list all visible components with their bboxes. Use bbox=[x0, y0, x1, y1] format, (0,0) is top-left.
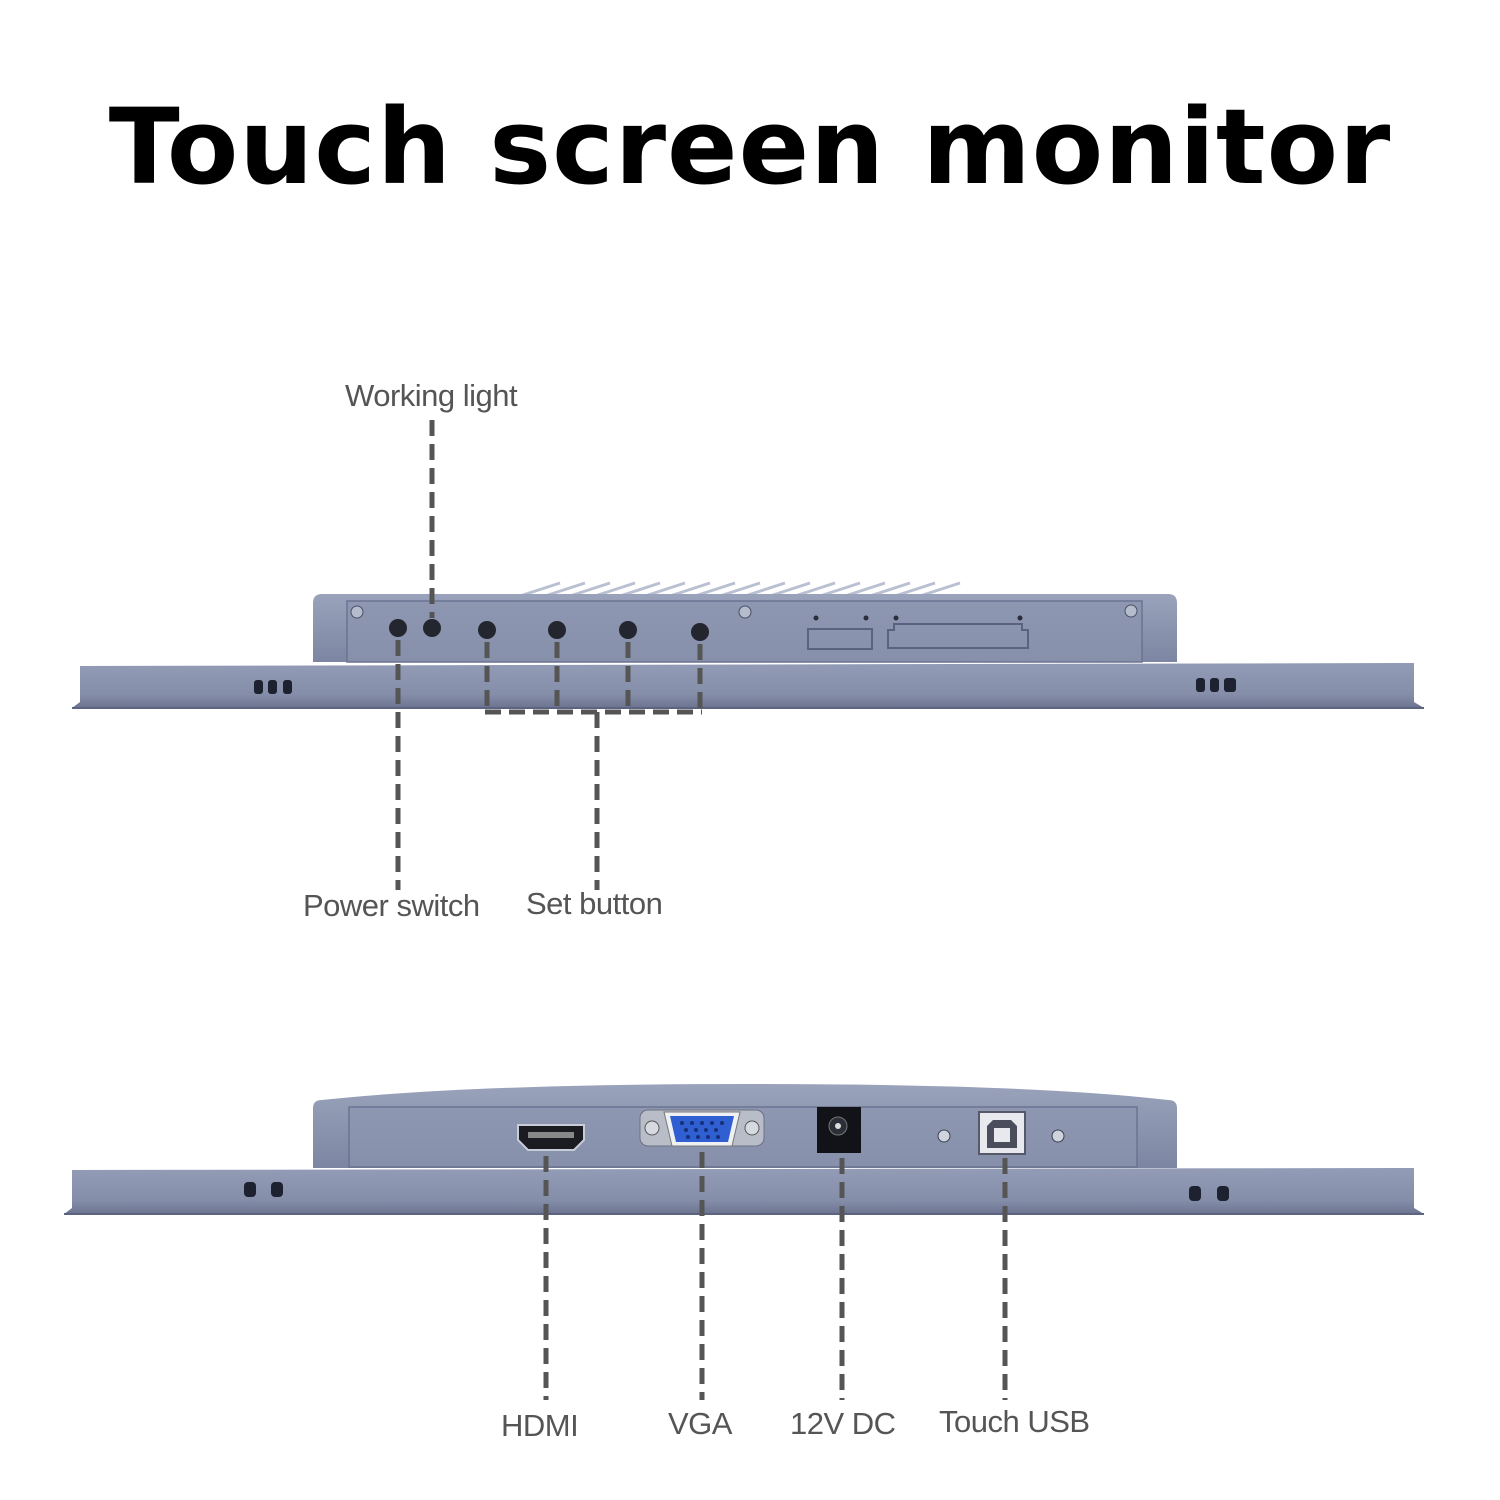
dc-jack-icon bbox=[817, 1107, 861, 1153]
working-light-label: Working light bbox=[345, 378, 518, 413]
bottom-mounting-slots-left bbox=[244, 1182, 283, 1197]
power-switch-icon bbox=[389, 619, 407, 637]
set-buttons-icon bbox=[478, 621, 709, 641]
hdmi-port-icon bbox=[517, 1124, 585, 1151]
top-monitor-view bbox=[72, 581, 1424, 709]
top-leader-lines bbox=[395, 420, 703, 890]
power-switch-label: Power switch bbox=[303, 888, 480, 923]
dc-label: 12V DC bbox=[790, 1406, 896, 1441]
card-slot-icon bbox=[807, 623, 1029, 650]
mounting-slots-left bbox=[254, 680, 292, 694]
vga-port-icon bbox=[639, 1109, 765, 1147]
mounting-slots-right bbox=[1196, 678, 1236, 692]
touch-usb-label: Touch USB bbox=[939, 1404, 1090, 1439]
usb-port-icon bbox=[937, 1111, 1065, 1155]
heatsink-fins bbox=[519, 581, 961, 598]
page-title: Touch screen monitor bbox=[108, 86, 1392, 208]
bottom-mounting-slots-right bbox=[1189, 1186, 1229, 1201]
screw-icon bbox=[350, 604, 1138, 619]
base-flange bbox=[72, 663, 1424, 708]
bottom-base-flange bbox=[64, 1168, 1424, 1214]
bottom-leader-lines bbox=[543, 1152, 1008, 1400]
working-light-icon bbox=[423, 619, 441, 637]
hdmi-label: HDMI bbox=[501, 1408, 579, 1443]
set-button-label: Set button bbox=[526, 886, 663, 921]
bottom-monitor-view bbox=[64, 1084, 1424, 1215]
vga-label: VGA bbox=[668, 1406, 732, 1441]
